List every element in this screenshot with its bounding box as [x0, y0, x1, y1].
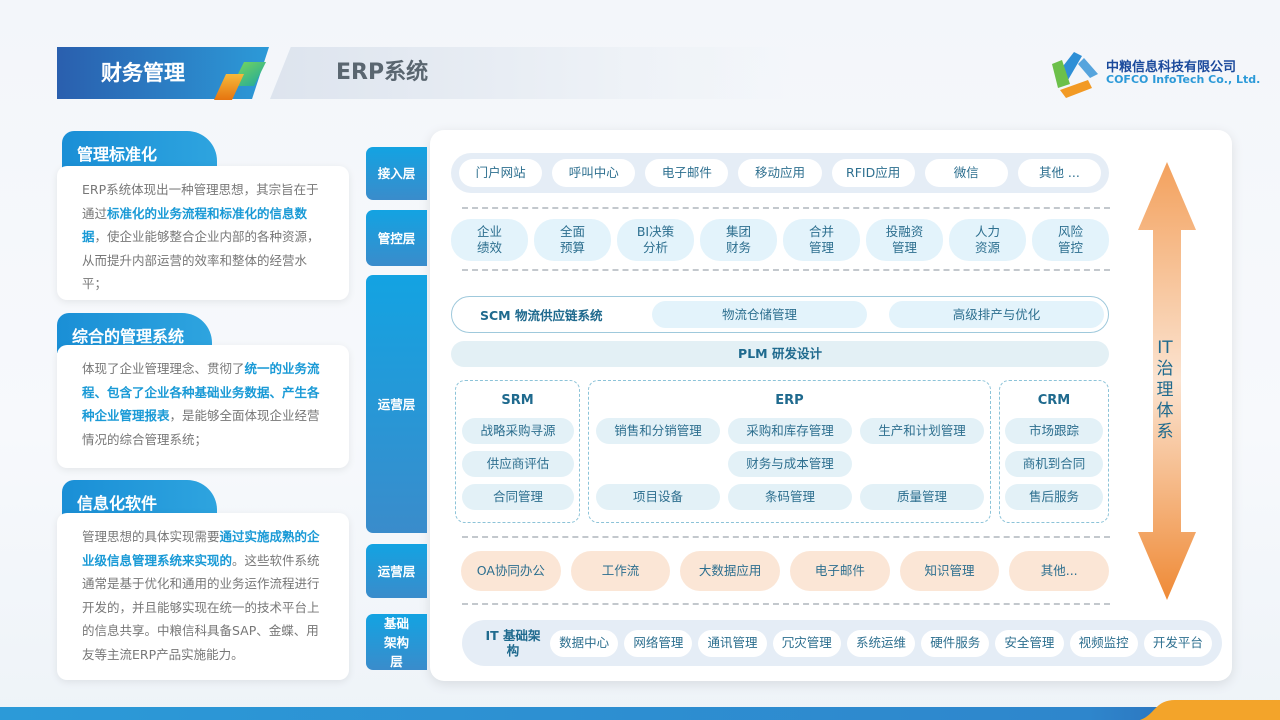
control-item: 全面预算 — [534, 219, 611, 261]
it-item: 硬件服务 — [921, 629, 990, 657]
layer-operations: 运营层 — [366, 275, 427, 533]
srm-item: 战略采购寻源 — [462, 418, 574, 444]
control-item: BI决策分析 — [617, 219, 694, 261]
control-item-label: 全面预算 — [559, 224, 585, 255]
section-title: 财务管理 — [57, 47, 269, 99]
crm-title: CRM — [1037, 393, 1071, 408]
card-software: 管理思想的具体实现需要通过实施成熟的企业级信息管理系统来实现的。这些软件系统通常… — [57, 513, 349, 680]
it-item: 开发平台 — [1143, 629, 1212, 657]
srm-item: 供应商评估 — [462, 451, 574, 477]
access-item: RFID应用 — [831, 159, 915, 187]
erp-title: ERP — [775, 393, 804, 408]
it-item: 视频监控 — [1069, 629, 1138, 657]
control-item: 人力资源 — [949, 219, 1026, 261]
erp-item: 财务与成本管理 — [728, 451, 852, 477]
governance-double-arrow-icon — [1138, 162, 1196, 600]
access-item: 电子邮件 — [645, 159, 729, 187]
control-row: 企业绩效 全面预算 BI决策分析 集团财务 合并管理 投融资管理 人力资源 风险管控 — [451, 219, 1109, 261]
layer-control: 管控层 — [366, 210, 427, 266]
page-title: ERP系统 — [270, 47, 790, 99]
body-text: 管理思想的具体实现需要 — [82, 529, 220, 544]
erp-item: 销售和分销管理 — [596, 418, 720, 444]
crm-group: CRM 市场跟踪 商机到合同 售后服务 — [999, 380, 1109, 523]
access-item: 其他 ... — [1017, 159, 1101, 187]
logo-cn: 中粮信息科技有限公司 — [1106, 60, 1237, 75]
access-item: 门户网站 — [459, 159, 543, 187]
oa-item: 知识管理 — [899, 551, 1000, 591]
control-item-label: 风险管控 — [1057, 224, 1083, 255]
control-item-label: 合并管理 — [808, 224, 834, 255]
highlight-text: 统一的业务流程、包含了企业各种基础业务数据、产生各种企业管理报表 — [82, 361, 320, 423]
bottom-bar — [0, 707, 1280, 720]
oa-item: 工作流 — [570, 551, 671, 591]
scm-title: SCM 物流供应链系统 — [480, 308, 603, 323]
control-item: 合并管理 — [783, 219, 860, 261]
oa-item: OA协同办公 — [461, 551, 561, 591]
crm-item: 市场跟踪 — [1005, 418, 1103, 444]
erp-item: 采购和库存管理 — [728, 418, 852, 444]
cofco-logo-icon — [1052, 52, 1098, 98]
bottom-swoosh-icon — [1140, 700, 1280, 720]
layer-access: 接入层 — [366, 147, 427, 200]
scm-item: 物流仓储管理 — [652, 301, 867, 328]
control-item-label: BI决策分析 — [636, 224, 675, 255]
it-item: 通讯管理 — [698, 629, 767, 657]
control-item: 集团财务 — [700, 219, 777, 261]
it-title: IT 基础架构 — [485, 628, 541, 658]
control-item-label: 人力资源 — [974, 224, 1000, 255]
erp-item: 项目设备 — [596, 484, 720, 510]
access-item: 微信 — [924, 159, 1008, 187]
highlight-text: 通过实施成熟的企业级信息管理系统来实现的 — [82, 529, 320, 568]
access-item: 呼叫中心 — [552, 159, 636, 187]
control-item-label: 集团财务 — [725, 224, 751, 255]
control-item-label: 投融资管理 — [885, 224, 924, 255]
crm-item: 商机到合同 — [1005, 451, 1103, 477]
access-row: 门户网站呼叫中心电子邮件移动应用 RFID应用微信其他 ... — [451, 153, 1109, 193]
body-text: 。这些软件系统通常是基于优化和通用的业务运作流程进行开发的，并且能够实现在统一的… — [82, 552, 320, 662]
highlight-text: 标准化的业务流程和标准化的信息数据 — [82, 205, 308, 245]
it-item: 系统运维 — [846, 629, 916, 657]
crm-item: 售后服务 — [1005, 484, 1103, 510]
srm-item: 合同管理 — [462, 484, 574, 510]
governance-label: IT治理体系 — [1156, 338, 1174, 442]
card-integrated: 体现了企业管理理念、贯彻了统一的业务流程、包含了企业各种基础业务数据、产生各种企… — [57, 345, 349, 468]
it-item: 数据中心 — [550, 629, 619, 657]
oa-item: 电子邮件 — [790, 551, 890, 591]
control-item: 企业绩效 — [451, 219, 528, 261]
control-item-label: 企业绩效 — [476, 224, 502, 255]
body-text: 体现了企业管理理念、贯彻了 — [82, 361, 245, 376]
body-text: ，使企业能够整合企业内部的各种资源，从而提升内部运营的效率和整体的经营水平； — [82, 229, 320, 291]
access-item: 移动应用 — [738, 159, 822, 187]
decorative-parallelogram-icon — [214, 62, 266, 100]
erp-group: ERP 销售和分销管理 采购和库存管理 生产和计划管理 财务与成本管理 项目设备… — [588, 380, 991, 523]
oa-row: OA协同办公工作流大数据应用电子邮件知识管理其他... — [461, 551, 1110, 591]
erp-item: 生产和计划管理 — [860, 418, 984, 444]
control-item: 风险管控 — [1032, 219, 1109, 261]
it-item: 安全管理 — [995, 629, 1064, 657]
card-standardization: ERP系统体现出一种管理思想，其宗旨在于通过标准化的业务流程和标准化的信息数据，… — [57, 166, 349, 300]
body-text: ERP系统体现出一种管理思想，其宗旨在于通过 — [82, 182, 319, 221]
oa-item: 大数据应用 — [680, 551, 781, 591]
plm-bar: PLM 研发设计 — [451, 341, 1109, 367]
layer-infrastructure: 基础架构层 — [366, 614, 427, 670]
it-item: 冗灾管理 — [772, 629, 841, 657]
erp-item: 条码管理 — [728, 484, 852, 510]
layer-operations-2: 运营层 — [366, 544, 427, 598]
oa-item: 其他... — [1009, 551, 1110, 591]
divider — [462, 603, 1110, 605]
control-item: 投融资管理 — [866, 219, 943, 261]
it-item: 网络管理 — [624, 629, 693, 657]
it-row: IT 基础架构 数据中心网络管理通讯管理冗灾管理系统运维硬件服务安全管理视频监控… — [462, 620, 1222, 666]
body-text: ，是能够全面体现企业经营情况的综合管理系统； — [82, 408, 320, 447]
logo-en: COFCO InfoTech Co., Ltd. — [1106, 73, 1261, 86]
srm-group: SRM 战略采购寻源 供应商评估 合同管理 — [455, 380, 580, 523]
scm-box: SCM 物流供应链系统 物流仓储管理 高级排产与优化 — [451, 296, 1109, 333]
erp-item: 质量管理 — [860, 484, 984, 510]
divider — [462, 269, 1110, 271]
scm-item: 高级排产与优化 — [889, 301, 1104, 328]
divider — [462, 207, 1110, 209]
srm-title: SRM — [501, 393, 534, 408]
card-title-standardization: 管理标准化 — [62, 131, 217, 171]
divider — [462, 536, 1110, 538]
